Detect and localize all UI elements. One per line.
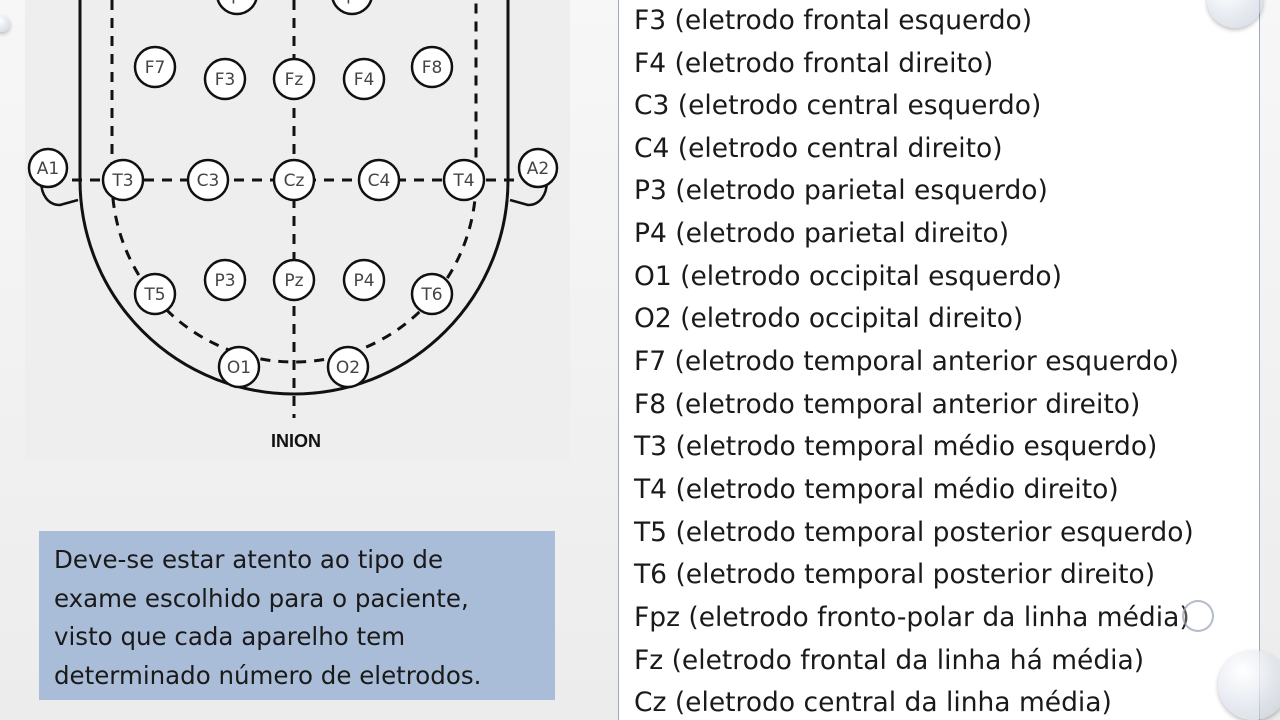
electrode-label-t6: T6 (420, 285, 442, 305)
electrode-a2 (517, 147, 559, 189)
electrode-f8 (410, 45, 454, 89)
electrode-label-fp2: Fp2 (336, 0, 367, 5)
list-item: T5 (eletrodo temporal posterior esquerdo… (634, 517, 1194, 548)
electrode-label-p4: P4 (353, 271, 374, 291)
electrode-c3 (186, 158, 230, 202)
electrode-label-t4: T4 (452, 171, 474, 191)
electrode-label-cz: Cz (284, 171, 305, 191)
electrode-label-pz: Pz (284, 271, 303, 291)
list-item: O2 (eletrodo occipital direito) (634, 303, 1024, 334)
list-item: Fpz (eletrodo fronto-polar da linha médi… (634, 602, 1190, 633)
inner-dashed-ring (110, 0, 478, 364)
electrode-a1 (27, 147, 69, 189)
electrode-pz (272, 258, 316, 302)
electrode-o1 (217, 345, 261, 389)
electrode-fz (272, 57, 316, 101)
electrode-label-fz: Fz (285, 70, 304, 90)
list-item: O1 (eletrodo occipital esquerdo) (634, 261, 1062, 292)
electrode-list-panel: F3 (eletrodo frontal esquerdo) F4 (eletr… (618, 0, 1260, 720)
electrode-label-t3: T3 (111, 171, 133, 191)
electrode-label-c4: C4 (368, 171, 391, 191)
inion-label: INION (271, 431, 321, 451)
electrode-f7 (133, 45, 177, 89)
electrode-fp1 (216, 0, 258, 16)
list-item: T4 (eletrodo temporal médio direito) (634, 474, 1119, 505)
note-line: Deve-se estar atento ao tipo de (54, 545, 444, 574)
electrode-label-o2: O2 (336, 358, 360, 378)
list-item: C4 (eletrodo central direito) (634, 133, 1003, 164)
note-box: Deve-se estar atento ao tipo de exame es… (39, 531, 555, 700)
list-item: F8 (eletrodo temporal anterior direito) (634, 389, 1141, 420)
electrode-label-fp1: Fp1 (221, 0, 252, 5)
electrode-label-t5: T5 (143, 285, 165, 305)
electrode-label-a1: A1 (37, 159, 59, 179)
electrode-label-a2: A2 (527, 159, 549, 179)
electrode-label-f3: F3 (215, 70, 236, 90)
electrode-t5 (133, 272, 177, 316)
list-item: T3 (eletrodo temporal médio esquerdo) (634, 431, 1158, 462)
list-item: T6 (eletrodo temporal posterior direito) (634, 559, 1156, 590)
electrode-label-f4: F4 (354, 70, 375, 90)
electrode-label-f8: F8 (422, 58, 443, 78)
electrode-label-f7: F7 (145, 58, 166, 78)
electrode-p3 (203, 258, 247, 302)
list-item: C3 (eletrodo central esquerdo) (634, 90, 1042, 121)
electrode-label-c3: C3 (197, 171, 220, 191)
electrode-o2 (326, 345, 370, 389)
list-item: F4 (eletrodo frontal direito) (634, 48, 994, 79)
electrode-label-o1: O1 (227, 358, 251, 378)
electrode-label-p3: P3 (214, 271, 235, 291)
head-outline (78, 0, 510, 396)
list-item: P3 (eletrodo parietal esquerdo) (634, 175, 1048, 206)
list-item: F7 (eletrodo temporal anterior esquerdo) (634, 346, 1180, 377)
list-item: Cz (eletrodo central da linha média) (634, 687, 1112, 718)
decorative-bubble-large (1218, 650, 1280, 720)
list-item: Fz (eletrodo frontal da linha há média) (634, 645, 1145, 676)
electrode-fp2 (331, 0, 373, 16)
electrode-f4 (342, 57, 386, 101)
electrode-f3 (203, 57, 247, 101)
decorative-bubble-edge (0, 16, 10, 32)
electrode-c4 (357, 158, 401, 202)
electrode-cz (272, 158, 316, 202)
note-line: visto que cada aparelho tem (54, 622, 406, 651)
electrode-p4 (342, 258, 386, 302)
list-item: P4 (eletrodo parietal direito) (634, 218, 1010, 249)
note-line: determinado número de eletrodos. (54, 660, 482, 690)
electrode-t3 (101, 158, 145, 202)
electrode-t6 (410, 272, 454, 316)
list-item: F3 (eletrodo frontal esquerdo) (634, 5, 1033, 36)
electrode-t4 (442, 158, 486, 202)
decorative-bubble-small (1182, 600, 1214, 632)
note-line: exame escolhido para o paciente, (54, 583, 469, 613)
